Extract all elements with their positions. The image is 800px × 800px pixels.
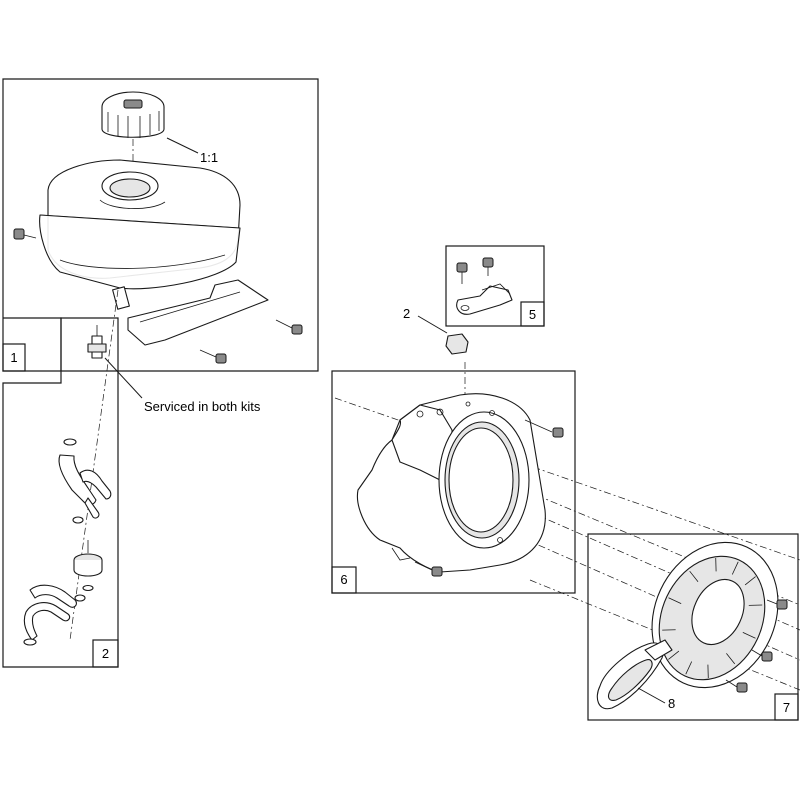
hose-clamp-lower bbox=[74, 594, 86, 602]
recoil-starter bbox=[651, 541, 779, 689]
kit-5-frame bbox=[445, 245, 545, 327]
starter-handle bbox=[596, 639, 673, 710]
fitting-leader bbox=[104, 357, 143, 399]
hose-clamp-upper bbox=[63, 438, 84, 524]
blower-housing bbox=[356, 393, 546, 573]
fuel-hose-lower bbox=[23, 584, 77, 641]
kit-7-frame bbox=[587, 533, 799, 721]
kit-6-frame bbox=[331, 370, 576, 594]
kit-2-number: 2 bbox=[101, 646, 110, 661]
clip bbox=[445, 333, 469, 355]
bracket-bolt-bottom bbox=[199, 349, 227, 364]
kit-7-number-box bbox=[774, 693, 799, 721]
tank-bracket bbox=[112, 279, 269, 346]
housing-bolt-a bbox=[524, 419, 564, 438]
fitting-note-callout: Serviced in both kits bbox=[144, 399, 261, 414]
fuel-cap bbox=[101, 91, 165, 138]
kit-5-number-box bbox=[520, 301, 545, 327]
bracket-bolt-a bbox=[456, 262, 468, 284]
starter-handle-callout: 8 bbox=[668, 696, 676, 711]
kit-1-number-box bbox=[2, 343, 26, 372]
starter-bolt-a bbox=[766, 599, 788, 610]
tank-bolt-left bbox=[13, 228, 37, 240]
fuel-hose-upper bbox=[58, 454, 112, 519]
hose-clamp-bottom bbox=[23, 638, 37, 646]
starter-handle-leader bbox=[637, 687, 666, 704]
fuel-line-centerline bbox=[69, 289, 119, 641]
fuel-cap-callout: 1:1 bbox=[200, 150, 219, 165]
kit-7-number: 7 bbox=[782, 700, 791, 715]
fuel-cap-leader bbox=[166, 137, 199, 154]
fuel-tank bbox=[39, 159, 241, 290]
kit-6-number-box bbox=[331, 566, 357, 594]
starter-bolt-b bbox=[751, 649, 773, 662]
kit-2-frame bbox=[2, 317, 119, 668]
bracket-bolt-b bbox=[482, 257, 494, 276]
kit-1-number: 1 bbox=[10, 350, 18, 365]
fuel-fitting bbox=[87, 325, 107, 359]
kit-5-number: 5 bbox=[528, 307, 537, 322]
clip-callout: 2 bbox=[403, 306, 411, 321]
housing-bolt-b bbox=[414, 561, 443, 577]
fuel-filter bbox=[73, 540, 103, 592]
kit-2-number-box bbox=[92, 639, 119, 668]
bracket-bolt-right bbox=[275, 319, 303, 335]
kit-6-number: 6 bbox=[340, 572, 348, 587]
clip-leader bbox=[417, 315, 448, 334]
starter-bolt-c bbox=[725, 679, 748, 693]
control-bracket bbox=[456, 283, 513, 315]
